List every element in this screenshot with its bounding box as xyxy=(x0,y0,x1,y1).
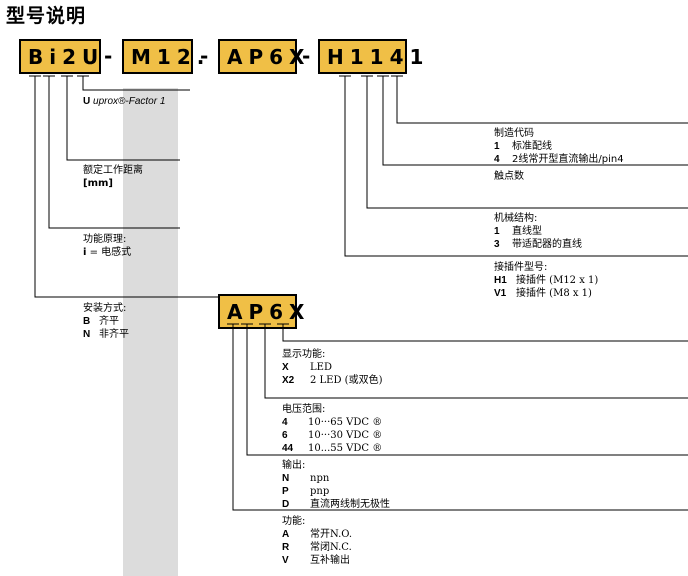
code-box-ap6x: AP6X xyxy=(218,39,304,74)
display-item: X LED xyxy=(282,362,332,374)
mounting-item-b: B 齐平 xyxy=(83,316,119,328)
mounting-item-n: N 非齐平 xyxy=(83,329,129,341)
voltage-item: 44 10...55 VDC ® xyxy=(282,443,382,455)
function-text: 常开N.O. xyxy=(310,529,353,540)
dash-2: - xyxy=(200,44,209,68)
output-item: D 直流两线制无极性 xyxy=(282,499,390,511)
code-box-m12: M12. xyxy=(122,39,204,74)
mechanical-item: 3 带适配器的直线 xyxy=(494,239,582,251)
function-text: 常闭N.C. xyxy=(310,542,352,553)
manufacture-label: 制造代码 xyxy=(494,128,534,139)
voltage-item: 4 10···65 VDC ® xyxy=(282,417,382,429)
connector-code: H1 xyxy=(494,275,507,286)
mechanical-code: 3 xyxy=(494,239,500,250)
manufacture-text: 2线常开型直流输出/pin4 xyxy=(512,154,624,165)
output-code: P xyxy=(282,486,289,497)
function-item: A 常开N.O. xyxy=(282,529,352,541)
mechanical-label: 机械结构: xyxy=(494,213,538,224)
voltage-code: 44 xyxy=(282,443,294,454)
code-box-ap6x-detail: AP6X xyxy=(218,294,304,329)
contacts-label: 触点数 xyxy=(494,171,524,182)
rated-distance-label: 额定工作距离 xyxy=(83,165,143,176)
display-item: X2 2 LED (或双色) xyxy=(282,375,382,387)
manufacture-item: 1 标准配线 xyxy=(494,141,552,153)
mounting-text: 非齐平 xyxy=(99,329,129,340)
mounting-label: 安装方式: xyxy=(83,303,127,314)
connector-text: 接插件 (M8 x 1) xyxy=(516,288,592,299)
function-label: 功能: xyxy=(282,516,306,527)
output-label: 输出: xyxy=(282,460,306,471)
connector-label: 接插件型号: xyxy=(494,262,548,273)
manufacture-code: 1 xyxy=(494,141,500,152)
output-code: N xyxy=(282,473,290,484)
u-factor-text: U uprox®-Factor 1 xyxy=(83,96,165,108)
output-code: D xyxy=(282,499,290,510)
output-text: pnp xyxy=(310,486,330,497)
output-text: 直流两线制无极性 xyxy=(310,499,390,510)
principle-label: 功能原理: xyxy=(83,234,127,245)
u-factor-label: uprox®-Factor 1 xyxy=(90,96,166,107)
display-label: 显示功能: xyxy=(282,349,326,360)
mounting-code: B xyxy=(83,316,91,327)
principle-code: i xyxy=(83,247,87,258)
function-item: V 互补输出 xyxy=(282,555,350,567)
dash-1: - xyxy=(104,44,113,68)
function-code: V xyxy=(282,555,289,566)
mounting-text: 齐平 xyxy=(99,316,119,327)
voltage-text: 10···30 VDC ® xyxy=(308,430,383,441)
display-code: X2 xyxy=(282,375,295,386)
voltage-code: 6 xyxy=(282,430,288,441)
page-title: 型号说明 xyxy=(6,5,87,27)
manufacture-text: 标准配线 xyxy=(512,141,552,152)
mechanical-text: 带适配器的直线 xyxy=(512,239,582,250)
connector-code: V1 xyxy=(494,288,507,299)
connector-item: V1 接插件 (M8 x 1) xyxy=(494,288,592,300)
function-code: A xyxy=(282,529,290,540)
function-item: R 常闭N.C. xyxy=(282,542,352,554)
rated-distance-unit: [mm] xyxy=(83,178,113,189)
output-text: npn xyxy=(310,473,330,484)
mounting-code: N xyxy=(83,329,91,340)
display-text: LED xyxy=(310,362,332,373)
dash-3: - xyxy=(302,44,311,68)
display-code: X xyxy=(282,362,289,373)
voltage-label: 电压范围: xyxy=(282,404,326,415)
u-factor-code: U xyxy=(83,96,91,107)
principle-text: = 电感式 xyxy=(86,247,132,258)
manufacture-code: 4 xyxy=(494,154,500,165)
mechanical-item: 1 直线型 xyxy=(494,226,542,238)
connector-item: H1 接插件 (M12 x 1) xyxy=(494,275,598,287)
function-code: R xyxy=(282,542,290,553)
code-box-bi2u: Bi2U xyxy=(19,39,101,74)
function-text: 互补输出 xyxy=(310,555,350,566)
voltage-text: 10···65 VDC ® xyxy=(308,417,383,428)
mechanical-code: 1 xyxy=(494,226,500,237)
voltage-code: 4 xyxy=(282,417,288,428)
voltage-item: 6 10···30 VDC ® xyxy=(282,430,382,442)
mechanical-text: 直线型 xyxy=(512,226,542,237)
manufacture-item: 4 2线常开型直流输出/pin4 xyxy=(494,154,624,166)
connector-text: 接插件 (M12 x 1) xyxy=(516,275,599,286)
display-text: 2 LED (或双色) xyxy=(310,375,383,386)
gray-column xyxy=(123,88,178,576)
voltage-text: 10...55 VDC ® xyxy=(308,443,383,454)
principle-value: i = 电感式 xyxy=(83,247,131,259)
